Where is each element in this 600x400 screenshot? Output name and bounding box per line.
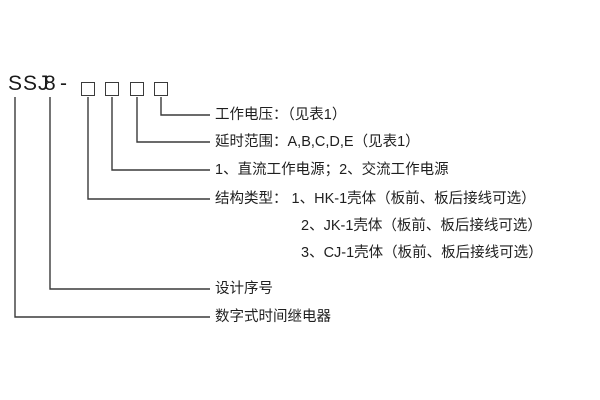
model-design-number: 8 xyxy=(44,72,57,95)
label-product-name: 数字式时间继电器 xyxy=(215,309,331,325)
placeholder-box-3 xyxy=(130,82,144,96)
label-structure-type-option-3: 3、CJ-1壳体（板前、板后接线可选） xyxy=(301,245,543,261)
placeholder-box-2 xyxy=(105,82,119,96)
label-structure-type-option-2: 2、JK-1壳体（板前、板后接线可选） xyxy=(301,218,542,234)
label-structure-type-option-1: 结构类型： 1、HK-1壳体（板前、板后接线可选） xyxy=(215,191,536,207)
model-separator: - xyxy=(60,72,68,95)
placeholder-box-4 xyxy=(154,82,168,96)
placeholder-box-1 xyxy=(81,82,95,96)
label-delay-range: 延时范围：A,B,C,D,E（见表1） xyxy=(215,134,420,150)
label-power-supply-type: 1、直流工作电源；2、交流工作电源 xyxy=(215,162,449,178)
label-design-serial-number: 设计序号 xyxy=(215,281,273,297)
model-series-text: SSJ xyxy=(8,72,50,95)
label-working-voltage: 工作电压：（见表1） xyxy=(215,107,347,123)
